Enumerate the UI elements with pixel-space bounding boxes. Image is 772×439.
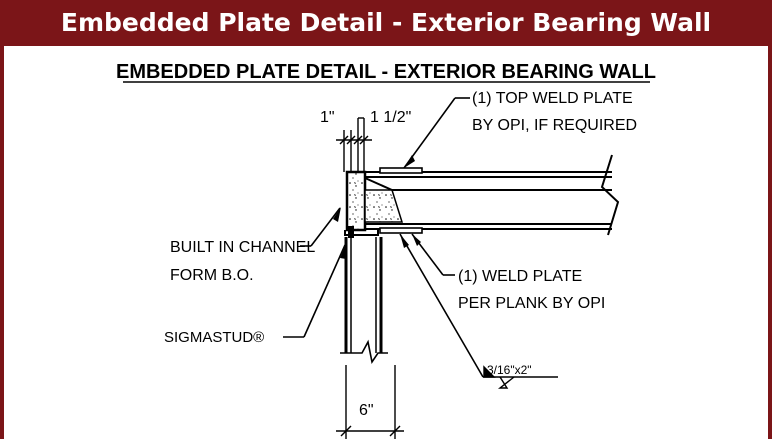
bottom-weld-plate — [379, 227, 423, 234]
leader-arrowheads — [333, 155, 421, 259]
callout-top-weld-plate-line1: (1) TOP WELD PLATE — [472, 90, 633, 107]
callout-weld-plate-line2: PER PLANK BY OPI — [458, 295, 605, 312]
bottom-dimension — [336, 365, 404, 439]
page-title: Embedded Plate Detail - Exterior Bearing… — [60, 8, 712, 37]
top-weld-plate — [379, 167, 423, 174]
callout-sigmastud: SIGMASTUD® — [164, 329, 264, 346]
callout-channel-line1: BUILT IN CHANNEL — [170, 239, 315, 256]
weld-size: 3/16"x2" — [487, 363, 532, 377]
drawing-title: EMBEDDED PLATE DETAIL - EXTERIOR BEARING… — [116, 61, 656, 83]
dim-6-inch: 6" — [359, 402, 374, 419]
header-bar: Embedded Plate Detail - Exterior Bearing… — [0, 0, 772, 46]
dim-1-1-2-inch: 1 1/2" — [370, 109, 411, 126]
dim-1-inch: 1" — [320, 109, 335, 126]
callout-weld-plate-line1: (1) WELD PLATE — [458, 268, 582, 285]
top-dimension — [336, 117, 372, 172]
callout-channel-line2: FORM B.O. — [170, 267, 254, 284]
sigmastud-wall — [340, 237, 388, 365]
leader-lines — [283, 97, 558, 378]
hollow-core-plank — [364, 154, 620, 236]
callout-top-weld-plate-line2: BY OPI, IF REQUIRED — [472, 117, 637, 134]
grout-fill — [364, 189, 404, 223]
concrete-wall-head — [345, 170, 367, 232]
weld-symbol — [483, 365, 515, 389]
